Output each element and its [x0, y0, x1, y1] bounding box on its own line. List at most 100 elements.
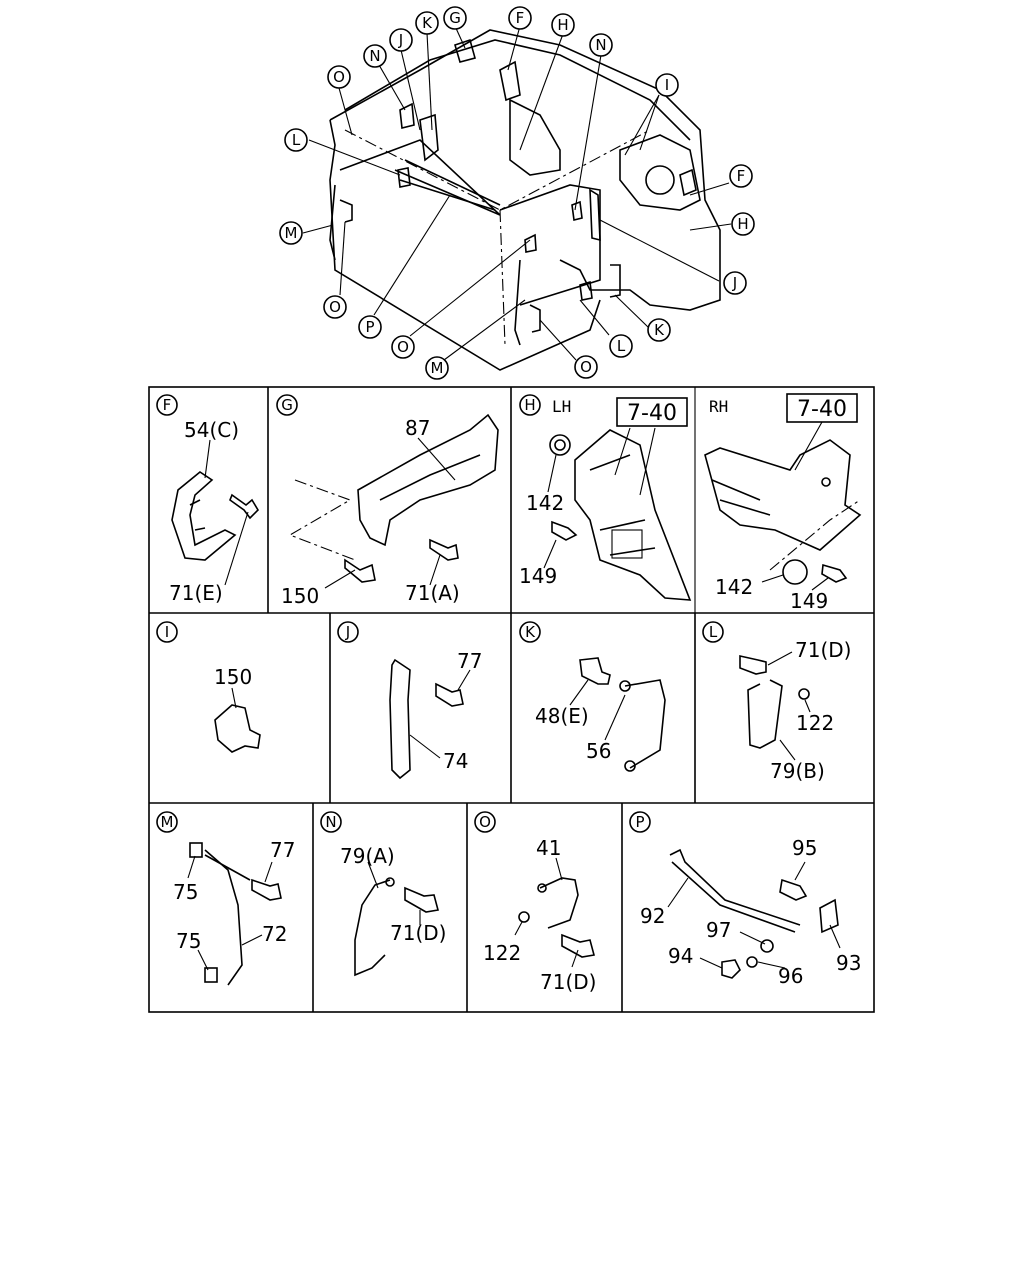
svg-text:M: M: [285, 224, 298, 242]
label-142-lh: 142: [526, 491, 564, 515]
svg-text:H: H: [557, 16, 568, 34]
grab-handle-41: [539, 877, 579, 929]
panel-p: P 95 92 97 93 94 96: [629, 811, 861, 988]
panel-h-lh: H LH 7-40 142 149: [519, 394, 692, 601]
panel-g-letter: G: [276, 394, 298, 416]
callout-o-top: O: [327, 65, 351, 89]
overview-leader-lines: [302, 25, 732, 361]
svg-text:F: F: [516, 9, 525, 27]
label-77-m: 77: [270, 838, 295, 862]
overview-callouts: G F H N J K O I L F H M J K O P O L M O …: [279, 6, 755, 380]
label-122-l: 122: [796, 711, 834, 735]
svg-text:O: O: [397, 338, 409, 356]
svg-text:N: N: [595, 36, 606, 54]
svg-text:O: O: [333, 68, 345, 86]
panel-m-letter: M: [156, 811, 178, 833]
grab-handle-72: [204, 849, 243, 986]
label-79a: 79(A): [340, 844, 395, 868]
grab-handle-79b: [747, 679, 783, 749]
clip-142-rh: [782, 559, 808, 585]
bolt-77-j: [435, 682, 464, 707]
callout-h-right: H: [731, 212, 755, 236]
svg-text:K: K: [654, 321, 665, 339]
svg-text:O: O: [479, 813, 491, 831]
clip-75-top: [189, 842, 203, 858]
svg-text:N: N: [369, 47, 380, 65]
bolt-71d-n: [404, 886, 439, 913]
panel-j-letter: J: [337, 621, 359, 643]
label-74: 74: [443, 749, 468, 773]
panel-l: L 71(D) 122 79(B): [702, 621, 851, 783]
svg-text:L: L: [709, 623, 718, 641]
panel-i: I 150: [156, 621, 261, 753]
callout-j-top: J: [389, 28, 413, 52]
bolt-71d-l: [739, 655, 767, 675]
side-rh: RH: [709, 397, 728, 416]
bracket-54c: [171, 471, 237, 561]
label-75-bottom: 75: [176, 929, 201, 953]
callout-o-left-bottom: O: [323, 295, 347, 319]
svg-text:M: M: [161, 813, 174, 831]
svg-text:I: I: [665, 76, 669, 94]
label-150-i: 150: [214, 665, 252, 689]
svg-text:J: J: [732, 274, 737, 292]
panel-g: G 87 150 71(A): [276, 394, 499, 608]
callout-o-center-bottom: O: [391, 335, 415, 359]
panel-p-letter: P: [629, 811, 651, 833]
label-48e: 48(E): [535, 704, 589, 728]
callout-l-right: L: [609, 334, 633, 358]
detail-grid: [148, 386, 875, 1013]
svg-text:7-40: 7-40: [797, 397, 847, 422]
grab-handle-87: [357, 413, 499, 547]
callout-n-top-left: N: [363, 44, 387, 68]
panel-f-letter: F: [156, 394, 178, 416]
svg-text:N: N: [325, 813, 336, 831]
nut-94: [721, 959, 741, 979]
label-94: 94: [668, 944, 693, 968]
screw-149-rh: [821, 563, 848, 583]
label-41: 41: [536, 836, 561, 860]
svg-text:H: H: [737, 215, 748, 233]
svg-text:L: L: [617, 337, 626, 355]
rod-92: [669, 848, 801, 926]
label-92: 92: [640, 904, 665, 928]
svg-text:P: P: [365, 318, 374, 336]
label-56: 56: [586, 739, 611, 763]
panel-n: N 79(A) 71(D): [320, 811, 446, 977]
svg-text:H: H: [524, 396, 535, 414]
callout-g-top: G: [443, 6, 467, 30]
svg-text:L: L: [292, 131, 301, 149]
callout-j-right: J: [723, 271, 747, 295]
label-97: 97: [706, 918, 731, 942]
label-95: 95: [792, 836, 817, 860]
callout-o-right-bottom: O: [574, 355, 598, 379]
ref-box-lh: [616, 397, 688, 427]
svg-text:K: K: [422, 14, 433, 32]
svg-text:7-40: 7-40: [627, 401, 677, 426]
label-75-top: 75: [173, 880, 198, 904]
bracket-93: [819, 898, 839, 934]
panel-i-letter: I: [156, 621, 178, 643]
screw-149-lh: [551, 520, 578, 541]
label-71d-n: 71(D): [390, 921, 446, 945]
trim-cover-rh: [704, 439, 862, 551]
bolt-71d-o: [561, 933, 595, 958]
label-77-j: 77: [457, 649, 482, 673]
bracket-74: [389, 658, 411, 780]
washer-97: [760, 939, 774, 953]
label-142-rh: 142: [715, 575, 753, 599]
svg-text:P: P: [635, 813, 644, 831]
panel-j: J 77 74: [337, 621, 482, 780]
clip-142-lh: [549, 434, 571, 456]
svg-text:O: O: [329, 298, 341, 316]
clip-150: [214, 704, 261, 753]
svg-text:F: F: [737, 167, 746, 185]
label-150: 150: [281, 584, 319, 608]
panel-h-letter: H: [519, 394, 541, 416]
label-79b: 79(B): [770, 759, 825, 783]
clip-75-bottom: [204, 967, 218, 983]
washer-96: [746, 956, 758, 968]
callout-k-right: K: [647, 318, 671, 342]
label-71a: 71(A): [405, 581, 460, 605]
svg-text:I: I: [165, 623, 169, 641]
